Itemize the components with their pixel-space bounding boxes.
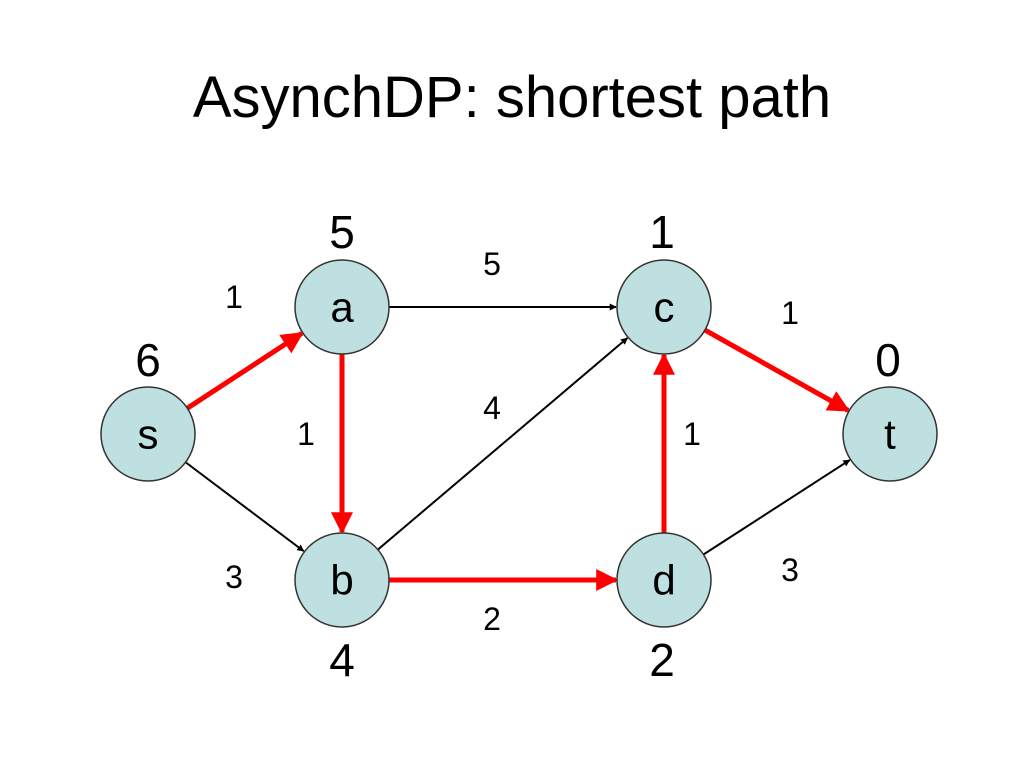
distance-label-t: 0 (875, 334, 901, 386)
node-circle-s (100, 386, 196, 482)
node-label-a: a (330, 284, 354, 331)
node-t: t (842, 386, 938, 482)
node-label-s: s (138, 411, 159, 458)
distance-label-c: 1 (649, 206, 675, 258)
node-label-b: b (330, 557, 353, 604)
nodes-layer: s a b c d t (100, 259, 938, 628)
distance-label-b: 4 (329, 634, 355, 686)
edge-s-b (184, 461, 305, 552)
node-label-t: t (884, 411, 896, 458)
node-s: s (100, 386, 196, 482)
slide-title: AsynchDP: shortest path (192, 65, 832, 130)
edge-s-a (185, 331, 304, 411)
distance-labels-layer: 6 5 4 1 2 0 (135, 206, 901, 686)
distance-label-d: 2 (649, 634, 675, 686)
edge-weight-d-c: 1 (683, 416, 701, 452)
edge-weight-s-b: 3 (225, 559, 243, 595)
edge-weight-b-c: 4 (483, 390, 501, 426)
node-circle-c (616, 259, 712, 355)
edge-weight-a-c: 5 (483, 246, 501, 282)
edge-weight-c-t: 1 (781, 295, 799, 331)
edge-weights-layer: 1 3 5 1 4 2 1 1 3 (225, 246, 799, 637)
edge-weight-b-d: 2 (483, 601, 501, 637)
node-c: c (616, 259, 712, 355)
node-circle-t (842, 386, 938, 482)
edge-c-t (703, 327, 851, 413)
node-circle-b (294, 532, 390, 628)
node-circle-a (294, 259, 390, 355)
distance-label-s: 6 (135, 334, 161, 386)
node-label-c: c (654, 284, 675, 331)
edge-b-c (377, 337, 629, 551)
node-label-d: d (652, 557, 675, 604)
edge-weight-s-a: 1 (225, 279, 243, 315)
node-b: b (294, 532, 390, 628)
node-d: d (616, 532, 712, 628)
node-a: a (294, 259, 390, 355)
edges-layer (184, 303, 851, 591)
edge-weight-a-b: 1 (297, 416, 315, 452)
distance-label-a: 5 (329, 206, 355, 258)
node-circle-d (616, 532, 712, 628)
edge-weight-d-t: 3 (781, 552, 799, 588)
edge-d-t (702, 459, 851, 556)
